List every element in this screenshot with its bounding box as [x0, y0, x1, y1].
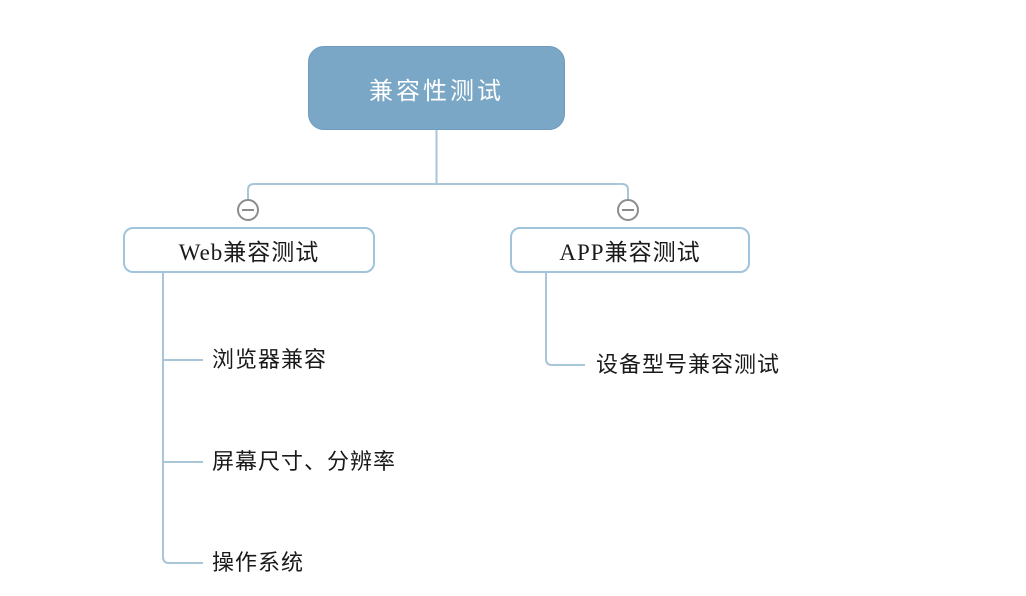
connector-branch-right — [436, 183, 629, 200]
minus-icon — [622, 209, 634, 211]
root-node-label: 兼容性测试 — [369, 78, 504, 105]
leaf-node-browser-compat[interactable]: 浏览器兼容 — [212, 347, 328, 372]
branch-node-web-label: Web兼容测试 — [178, 240, 320, 265]
connector-branch-left — [247, 183, 437, 200]
collapse-button-app[interactable] — [617, 199, 639, 221]
branch-node-web[interactable]: Web兼容测试 — [123, 227, 375, 273]
leaf-node-operating-system[interactable]: 操作系统 — [212, 550, 305, 575]
root-node[interactable]: 兼容性测试 — [308, 46, 565, 130]
branch-node-app-label: APP兼容测试 — [559, 240, 701, 265]
collapse-button-web[interactable] — [237, 199, 259, 221]
branch-node-app[interactable]: APP兼容测试 — [510, 227, 750, 273]
connector-app-trunk — [545, 273, 585, 366]
connector-web-trunk — [162, 273, 203, 564]
minus-icon — [242, 209, 254, 211]
leaf-node-device-model-compat[interactable]: 设备型号兼容测试 — [596, 352, 781, 377]
leaf-node-screen-size-resolution[interactable]: 屏幕尺寸、分辨率 — [212, 449, 397, 474]
